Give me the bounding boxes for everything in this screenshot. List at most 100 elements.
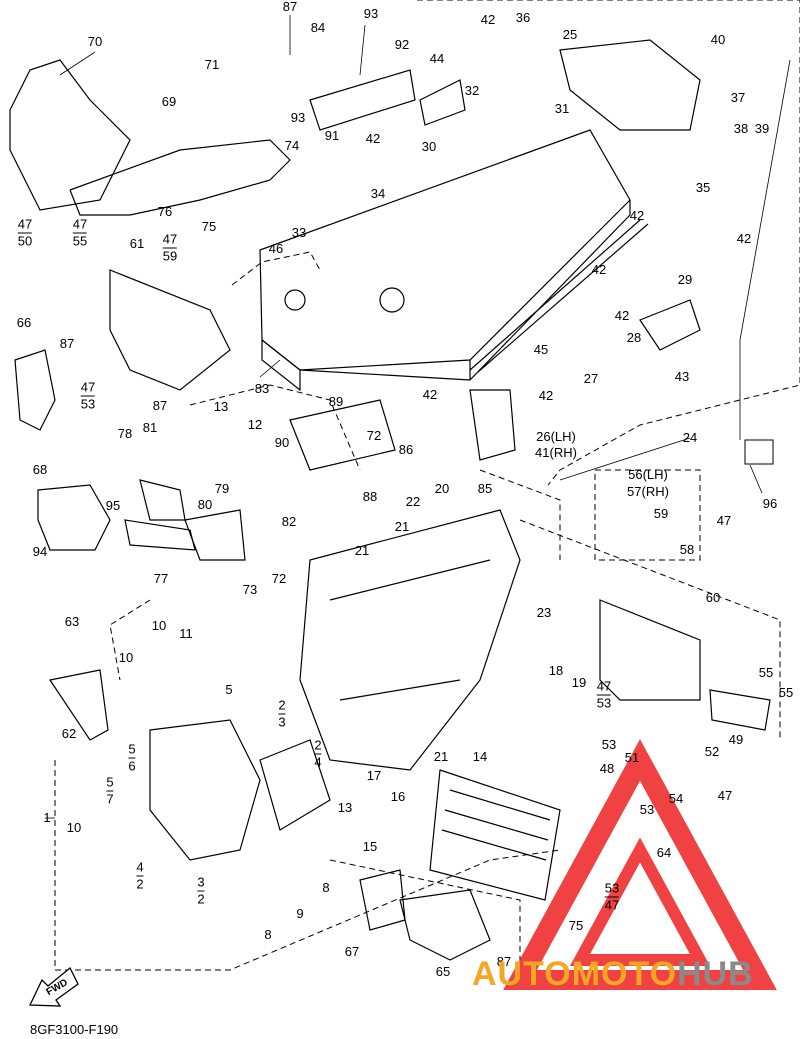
callout-38[interactable]: 38 bbox=[733, 121, 749, 136]
callout-75[interactable]: 75 bbox=[201, 219, 217, 234]
callout-12[interactable]: 12 bbox=[247, 417, 263, 432]
callout-9[interactable]: 9 bbox=[296, 906, 304, 921]
callout-87[interactable]: 87 bbox=[282, 0, 298, 14]
callout-23[interactable]: 23 bbox=[536, 605, 552, 620]
callout-83[interactable]: 83 bbox=[254, 381, 270, 396]
callout-27[interactable]: 27 bbox=[583, 371, 599, 386]
callout-35[interactable]: 35 bbox=[695, 180, 711, 195]
callout-21[interactable]: 21 bbox=[394, 519, 410, 534]
callout-55[interactable]: 55 bbox=[758, 665, 774, 680]
callout-17[interactable]: 17 bbox=[366, 768, 382, 783]
callout-43[interactable]: 43 bbox=[674, 369, 690, 384]
callout-42[interactable]: 42 bbox=[736, 231, 752, 246]
callout-74[interactable]: 74 bbox=[284, 138, 300, 153]
callout-81[interactable]: 81 bbox=[142, 420, 158, 435]
callout-37[interactable]: 37 bbox=[730, 90, 746, 105]
callout-42[interactable]: 42 bbox=[614, 308, 630, 323]
callout-55[interactable]: 55 bbox=[778, 685, 794, 700]
callout-57-rh[interactable]: 57(RH) bbox=[627, 484, 669, 499]
callout-13[interactable]: 13 bbox=[337, 800, 353, 815]
callout-94[interactable]: 94 bbox=[32, 544, 48, 559]
callout-80[interactable]: 80 bbox=[197, 497, 213, 512]
callout-76[interactable]: 76 bbox=[157, 204, 173, 219]
callout-96[interactable]: 96 bbox=[762, 496, 778, 511]
callout-87[interactable]: 87 bbox=[152, 398, 168, 413]
callout-85[interactable]: 85 bbox=[477, 481, 493, 496]
callout-89[interactable]: 89 bbox=[328, 394, 344, 409]
callout-54[interactable]: 54 bbox=[668, 791, 684, 806]
callout-69[interactable]: 69 bbox=[161, 94, 177, 109]
callout-62[interactable]: 62 bbox=[61, 726, 77, 741]
callout-53[interactable]: 53 bbox=[639, 802, 655, 817]
callout-10[interactable]: 10 bbox=[151, 618, 167, 633]
callout-61[interactable]: 61 bbox=[129, 236, 145, 251]
callout-82[interactable]: 82 bbox=[281, 514, 297, 529]
callout-86[interactable]: 86 bbox=[398, 442, 414, 457]
callout-66[interactable]: 66 bbox=[16, 315, 32, 330]
callout-34[interactable]: 34 bbox=[370, 186, 386, 201]
callout-90[interactable]: 90 bbox=[274, 435, 290, 450]
callout-26-lh[interactable]: 26(LH) bbox=[536, 429, 576, 444]
callout-5[interactable]: 5 bbox=[225, 682, 233, 697]
callout-59[interactable]: 59 bbox=[653, 506, 669, 521]
callout-42[interactable]: 42 bbox=[629, 208, 645, 223]
callout-87[interactable]: 87 bbox=[59, 336, 75, 351]
callout-29[interactable]: 29 bbox=[677, 272, 693, 287]
callout-68[interactable]: 68 bbox=[32, 462, 48, 477]
callout-93[interactable]: 93 bbox=[290, 110, 306, 125]
callout-11[interactable]: 11 bbox=[179, 626, 193, 641]
callout-72[interactable]: 72 bbox=[366, 428, 382, 443]
callout-53[interactable]: 53 bbox=[601, 737, 617, 752]
callout-92[interactable]: 92 bbox=[394, 37, 410, 52]
callout-10[interactable]: 10 bbox=[66, 820, 82, 835]
callout-71[interactable]: 71 bbox=[204, 57, 220, 72]
callout-32[interactable]: 32 bbox=[464, 83, 480, 98]
callout-42[interactable]: 42 bbox=[538, 388, 554, 403]
callout-36[interactable]: 36 bbox=[515, 10, 531, 25]
callout-14[interactable]: 14 bbox=[472, 749, 488, 764]
callout-87[interactable]: 87 bbox=[496, 954, 512, 969]
callout-24[interactable]: 24 bbox=[682, 430, 698, 445]
callout-20[interactable]: 20 bbox=[434, 481, 450, 496]
callout-25[interactable]: 25 bbox=[562, 27, 578, 42]
callout-30[interactable]: 30 bbox=[421, 139, 437, 154]
callout-91[interactable]: 91 bbox=[324, 128, 340, 143]
callout-56-lh[interactable]: 56(LH) bbox=[628, 467, 668, 482]
callout-42[interactable]: 42 bbox=[480, 12, 496, 27]
callout-51[interactable]: 51 bbox=[624, 750, 640, 765]
callout-18[interactable]: 18 bbox=[548, 663, 564, 678]
callout-93[interactable]: 93 bbox=[363, 6, 379, 21]
callout-41-rh[interactable]: 41(RH) bbox=[535, 445, 577, 460]
callout-21[interactable]: 21 bbox=[354, 543, 370, 558]
callout-46[interactable]: 46 bbox=[268, 241, 284, 256]
callout-42[interactable]: 42 bbox=[422, 387, 438, 402]
callout-73[interactable]: 73 bbox=[242, 582, 258, 597]
callout-33[interactable]: 33 bbox=[291, 225, 307, 240]
callout-15[interactable]: 15 bbox=[362, 839, 378, 854]
callout-48[interactable]: 48 bbox=[599, 761, 615, 776]
callout-77[interactable]: 77 bbox=[153, 571, 169, 586]
callout-65[interactable]: 65 bbox=[435, 964, 451, 979]
callout-79[interactable]: 79 bbox=[214, 481, 230, 496]
callout-21[interactable]: 21 bbox=[433, 749, 449, 764]
callout-84[interactable]: 84 bbox=[310, 20, 326, 35]
callout-60[interactable]: 60 bbox=[705, 590, 721, 605]
callout-42[interactable]: 42 bbox=[591, 262, 607, 277]
callout-42[interactable]: 42 bbox=[365, 131, 381, 146]
callout-95[interactable]: 95 bbox=[105, 498, 121, 513]
callout-28[interactable]: 28 bbox=[626, 330, 642, 345]
callout-67[interactable]: 67 bbox=[344, 944, 360, 959]
callout-44[interactable]: 44 bbox=[429, 51, 445, 66]
callout-22[interactable]: 22 bbox=[405, 494, 421, 509]
callout-31[interactable]: 31 bbox=[554, 101, 570, 116]
callout-40[interactable]: 40 bbox=[710, 32, 726, 47]
callout-10[interactable]: 10 bbox=[118, 650, 134, 665]
